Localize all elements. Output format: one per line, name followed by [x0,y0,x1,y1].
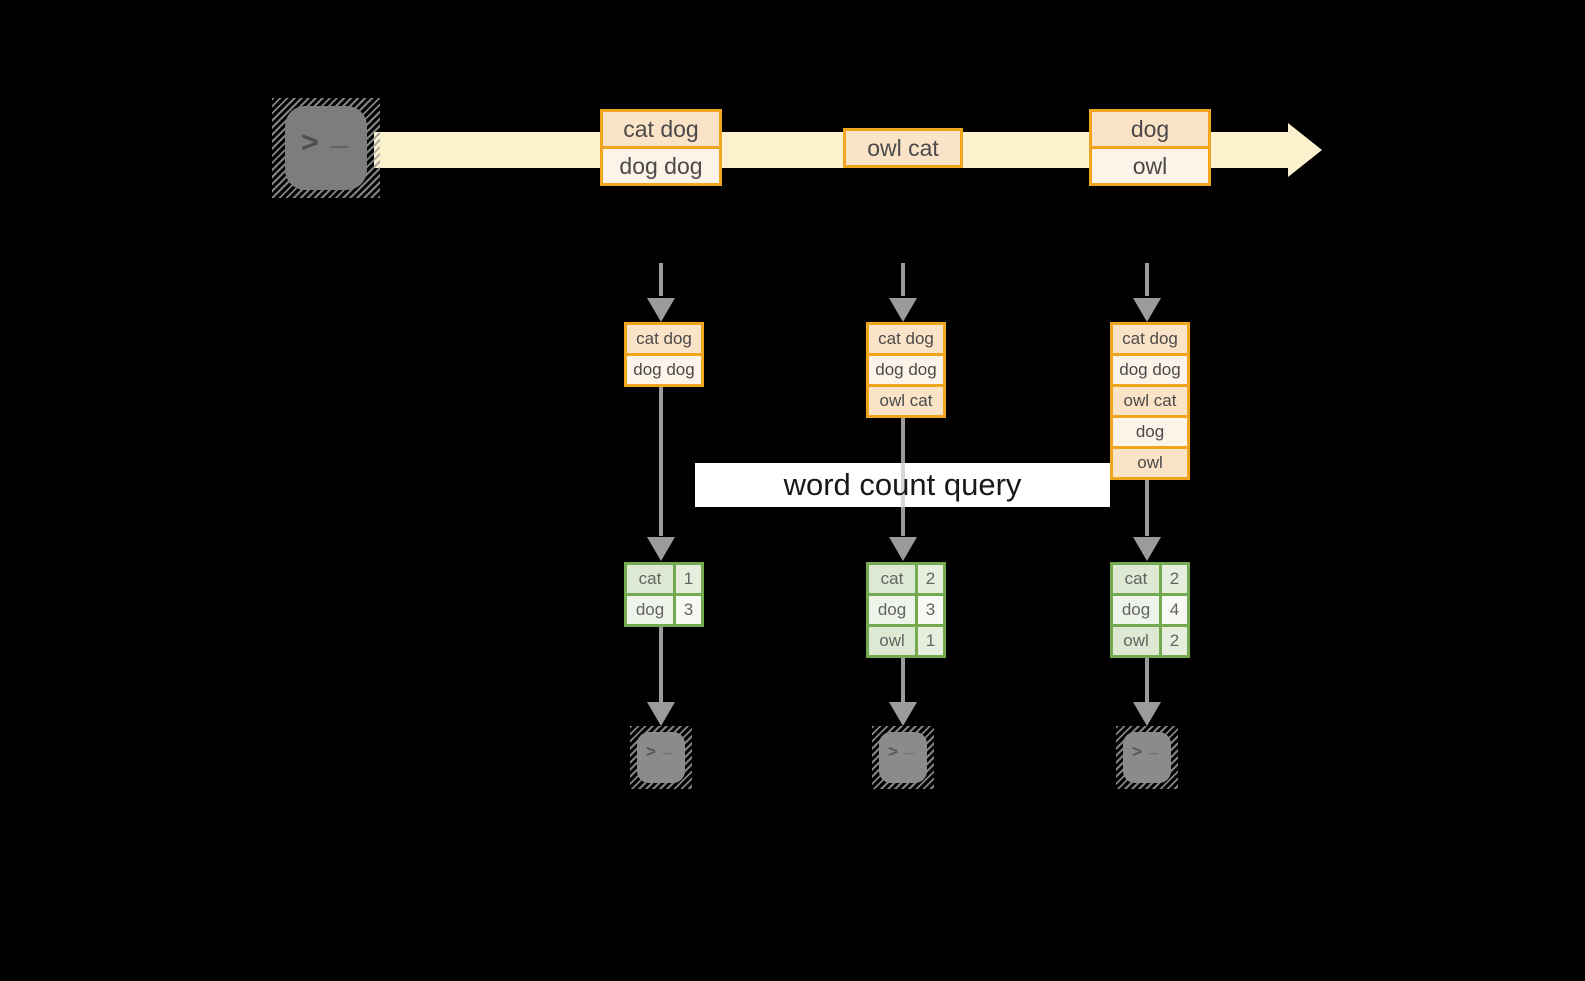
stream-batch-2: owl cat [843,128,963,168]
query-label: word count query [783,467,1022,502]
prompt-chevron-icon: > [1132,742,1142,761]
output-arrow-line [659,627,663,702]
prompt-underscore-icon: _ [1149,737,1159,756]
count-cell: 3 [918,596,943,624]
ingest-arrow-dash [901,263,905,296]
buffer-message: owl [1113,449,1187,477]
word-count-table-2: cat 2 dog 3 owl 1 [866,562,946,658]
ingest-arrow-dash [659,263,663,296]
buffer-message: dog dog [1113,356,1187,384]
word-cell: cat [1113,565,1159,593]
count-cell: 1 [676,565,701,593]
prompt-underscore-icon: _ [905,737,915,756]
query-arrow-line [659,387,663,536]
buffer-message: dog dog [869,356,943,384]
word-count-table-1: cat 1 dog 3 [624,562,704,627]
stream-message: dog dog [603,149,719,183]
ingest-arrowhead-icon [889,298,917,322]
buffer-message: cat dog [1113,325,1187,353]
terminal-screen: > _ [879,732,927,783]
buffer-message: dog dog [627,356,701,384]
word-cell: owl [1113,627,1159,655]
stream-message: owl [1092,149,1208,183]
buffer-message: owl cat [1113,387,1187,415]
terminal-screen: > _ [1123,732,1171,783]
count-cell: 2 [918,565,943,593]
output-terminal-icon: > _ [630,726,692,789]
output-terminal-icon: > _ [1116,726,1178,789]
buffer-message: cat dog [627,325,701,353]
prompt-chevron-icon: > [888,742,898,761]
buffer-message: dog [1113,418,1187,446]
stream-message: dog [1092,112,1208,146]
count-cell: 2 [1162,627,1187,655]
buffer-stack-3: cat dog dog dog owl cat dog owl [1110,322,1190,480]
stream-batch-3: dog owl [1089,109,1211,186]
prompt-underscore-icon: _ [331,118,348,151]
query-arrow-line [1145,480,1149,536]
word-count-table-3: cat 2 dog 4 owl 2 [1110,562,1190,658]
stream-message: cat dog [603,112,719,146]
ingest-arrow-dash [1145,263,1149,296]
buffer-stack-2: cat dog dog dog owl cat [866,322,946,418]
prompt-underscore-icon: _ [663,737,673,756]
count-cell: 1 [918,627,943,655]
stream-message: owl cat [846,131,960,165]
output-terminal-icon: > _ [872,726,934,789]
buffer-stack-1: cat dog dog dog [624,322,704,387]
query-arrowhead-icon [647,537,675,561]
prompt-chevron-icon: > [301,126,319,159]
query-arrow-through-line [901,463,905,507]
prompt-chevron-icon: > [646,742,656,761]
query-arrowhead-icon [1133,537,1161,561]
count-cell: 3 [676,596,701,624]
word-cell: cat [627,565,673,593]
query-arrowhead-icon [889,537,917,561]
count-cell: 2 [1162,565,1187,593]
word-cell: dog [869,596,915,624]
output-arrowhead-icon [1133,702,1161,726]
buffer-message: cat dog [869,325,943,353]
stream-arrowhead-icon [1288,123,1322,177]
stream-batch-1: cat dog dog dog [600,109,722,186]
word-cell: dog [627,596,673,624]
word-cell: dog [1113,596,1159,624]
buffer-message: owl cat [869,387,943,415]
ingest-arrowhead-icon [1133,298,1161,322]
ingest-arrowhead-icon [647,298,675,322]
output-arrowhead-icon [647,702,675,726]
word-cell: cat [869,565,915,593]
count-cell: 4 [1162,596,1187,624]
output-arrow-line [901,658,905,702]
source-terminal-icon: > _ [272,98,380,198]
word-cell: owl [869,627,915,655]
output-arrow-line [1145,658,1149,702]
terminal-screen: > _ [285,106,367,190]
output-arrowhead-icon [889,702,917,726]
terminal-screen: > _ [637,732,685,783]
